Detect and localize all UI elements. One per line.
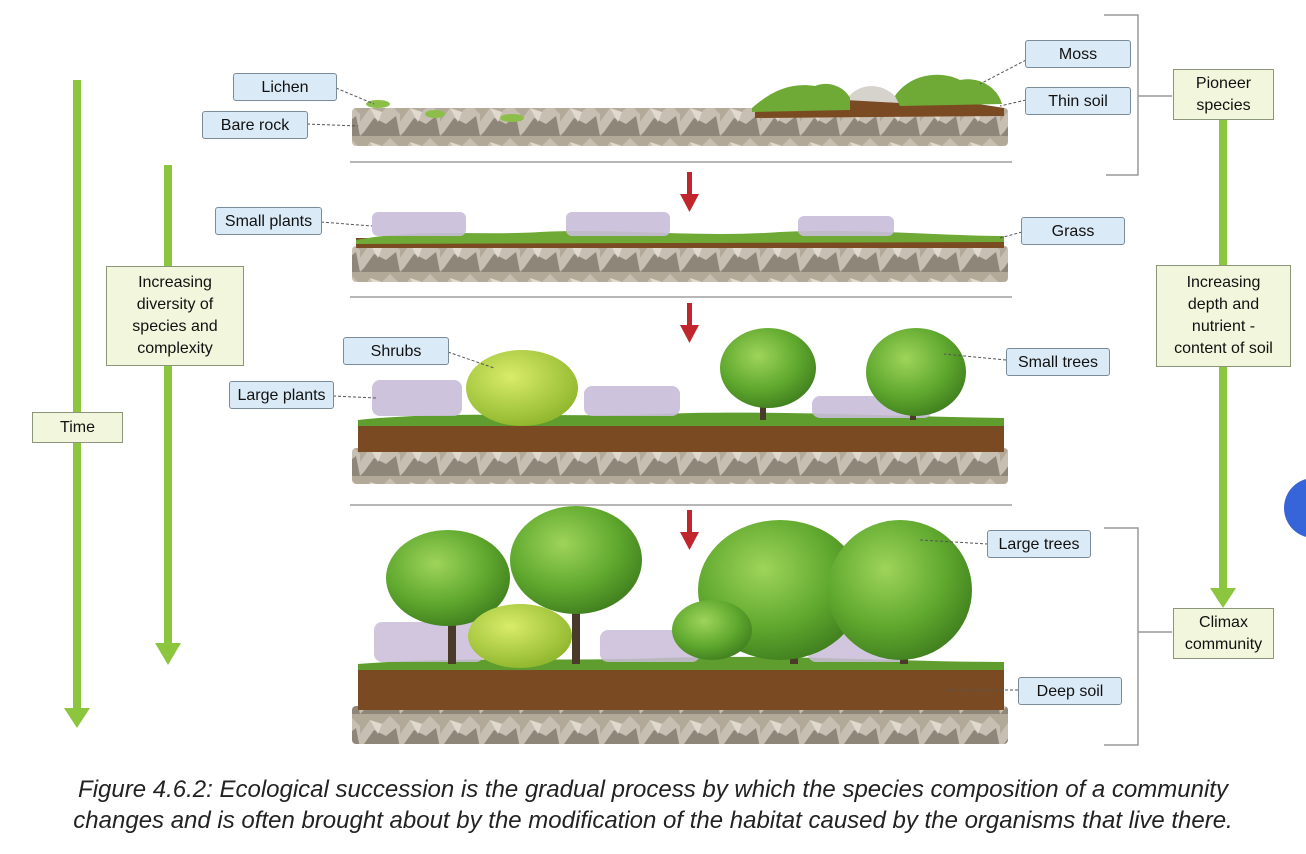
label-deep-soil: Deep soil [1018,677,1122,705]
label-bare-rock: Bare rock [202,111,308,139]
stage-arrow-1 [680,172,699,212]
stage-dividers [350,161,1012,506]
label-moss: Moss [1025,40,1131,68]
stage-arrow-2 [680,303,699,343]
label-thin-soil: Thin soil [1025,87,1131,115]
label-small-trees: Small trees [1006,348,1110,376]
label-pioneer-species: Pioneer species [1173,69,1274,120]
label-shrubs: Shrubs [343,337,449,365]
label-lichen: Lichen [233,73,337,101]
label-grass: Grass [1021,217,1125,245]
label-large-trees: Large trees [987,530,1091,558]
label-diversity: Increasing diversity of species and comp… [106,266,244,366]
stage-1-bare-rock [352,74,1008,146]
label-small-plants: Small plants [215,207,322,235]
time-arrow [64,80,90,728]
figure-caption-line-2: changes and is often brought about by th… [73,807,1233,834]
pioneer-bracket [1104,14,1172,176]
diversity-arrow [155,165,181,665]
stage-4-climax-forest [352,506,1008,744]
side-panel-handle[interactable] [1284,478,1306,538]
label-large-plants: Large plants [229,381,334,409]
label-time: Time [32,412,123,443]
climax-bracket [1104,527,1172,746]
stage-3-shrubs-small-trees [352,328,1008,484]
label-soil-depth: Increasing depth and nutrient - content … [1156,265,1291,367]
stage-2-small-plants [352,212,1008,282]
label-climax-community: Climax community [1173,608,1274,659]
leader-lines [306,59,1027,691]
stage-arrow-3 [680,510,699,550]
figure-caption-line-1: Figure 4.6.2: Ecological succession is t… [78,776,1228,803]
